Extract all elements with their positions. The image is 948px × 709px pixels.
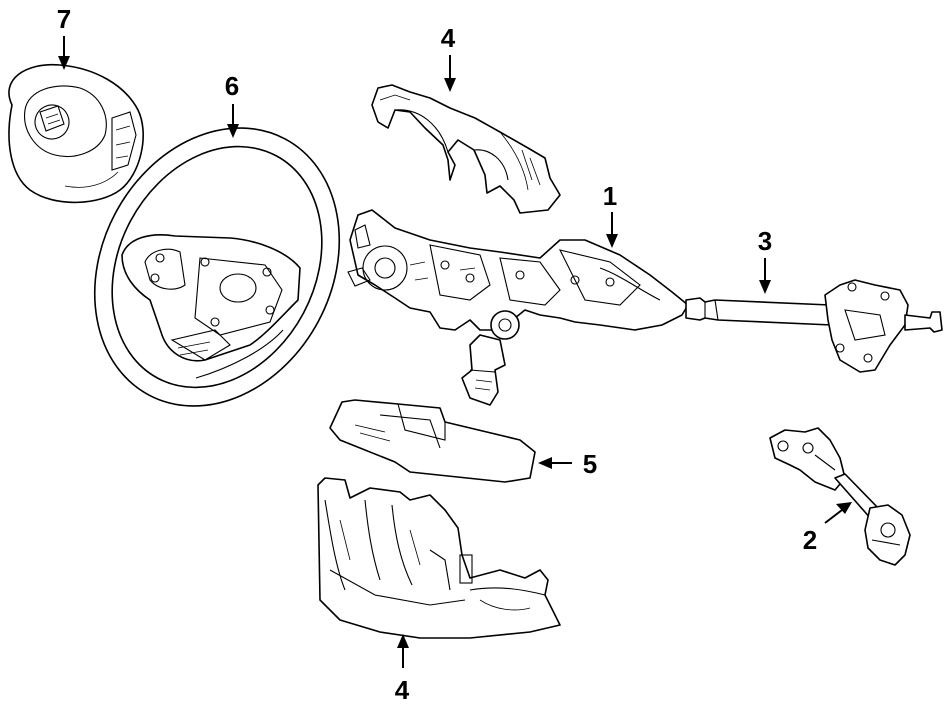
column-trim-panel <box>329 399 536 483</box>
callout-arrows <box>58 36 852 668</box>
lower-column-cover <box>317 477 561 639</box>
callout-labels: 7 6 4 1 3 5 4 2 <box>57 4 817 705</box>
airbag-module <box>8 63 144 204</box>
callout-5: 5 <box>583 449 597 479</box>
callout-1: 1 <box>603 181 617 211</box>
steering-wheel <box>93 127 341 407</box>
callout-6: 6 <box>225 71 239 101</box>
callout-2: 2 <box>803 525 817 555</box>
intermediate-shaft <box>769 427 911 566</box>
steering-shaft <box>685 279 943 373</box>
callout-4-lower: 4 <box>395 675 410 705</box>
callout-7: 7 <box>57 4 71 34</box>
steering-column-assembly <box>347 209 689 406</box>
callout-3: 3 <box>758 226 772 256</box>
callout-4-upper: 4 <box>441 23 456 53</box>
upper-column-cover <box>371 84 561 214</box>
